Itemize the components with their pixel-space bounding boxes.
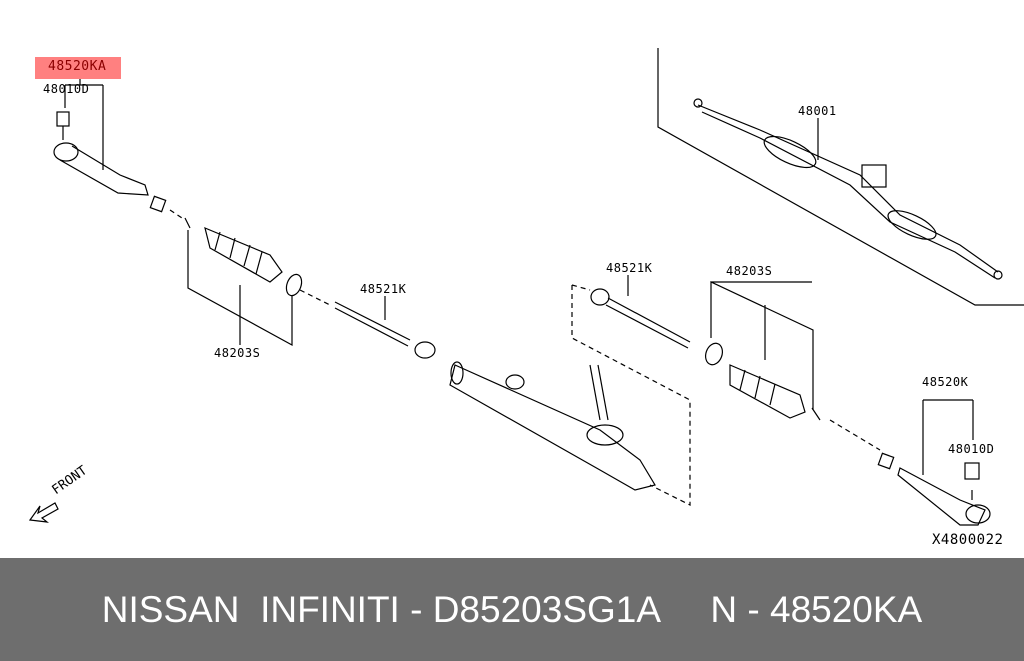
inner-socket-right-drawing: [590, 288, 691, 349]
part-label-48520KA[interactable]: 48520KA: [48, 59, 107, 74]
part-label-48010D-left[interactable]: 48010D: [43, 82, 90, 96]
leader-48520KA: [64, 79, 104, 170]
part-label-48521K-right[interactable]: 48521K: [606, 261, 653, 275]
dashed-guide-right: [829, 419, 881, 451]
gear-assembly-drawing: [693, 98, 1003, 280]
boot-right-drawing: [704, 342, 821, 421]
part-label-48001[interactable]: 48001: [798, 104, 837, 118]
footer-caption: NISSAN INFINITI - D85203SG1A N - 48520KA: [0, 558, 1024, 661]
part-label-48010D-right[interactable]: 48010D: [948, 442, 995, 456]
dashed-group-frame: [571, 284, 691, 506]
diagram-drawing: [28, 48, 1024, 526]
front-arrow-icon: [28, 502, 59, 523]
inner-socket-left-drawing: [334, 301, 436, 359]
part-label-48521K-left[interactable]: 48521K: [360, 282, 407, 296]
rack-housing-drawing: [449, 361, 656, 491]
boot-left-drawing: [184, 217, 303, 297]
part-label-48203S-right[interactable]: 48203S: [726, 264, 773, 278]
tie-rod-end-right-drawing: [877, 452, 991, 526]
diagram-code: X4800022: [932, 532, 1004, 548]
dashed-guide-left: [169, 209, 331, 306]
highlight-box: [35, 57, 121, 79]
leader-48520K: [922, 399, 974, 475]
inset-frame: [657, 48, 1024, 306]
part-label-48520K[interactable]: 48520K: [922, 375, 969, 389]
part-label-48203S-left[interactable]: 48203S: [214, 346, 261, 360]
leader-48203S-right: [710, 281, 814, 410]
tie-rod-end-left-drawing: [53, 111, 167, 213]
leader-48203S-left: [187, 230, 293, 347]
